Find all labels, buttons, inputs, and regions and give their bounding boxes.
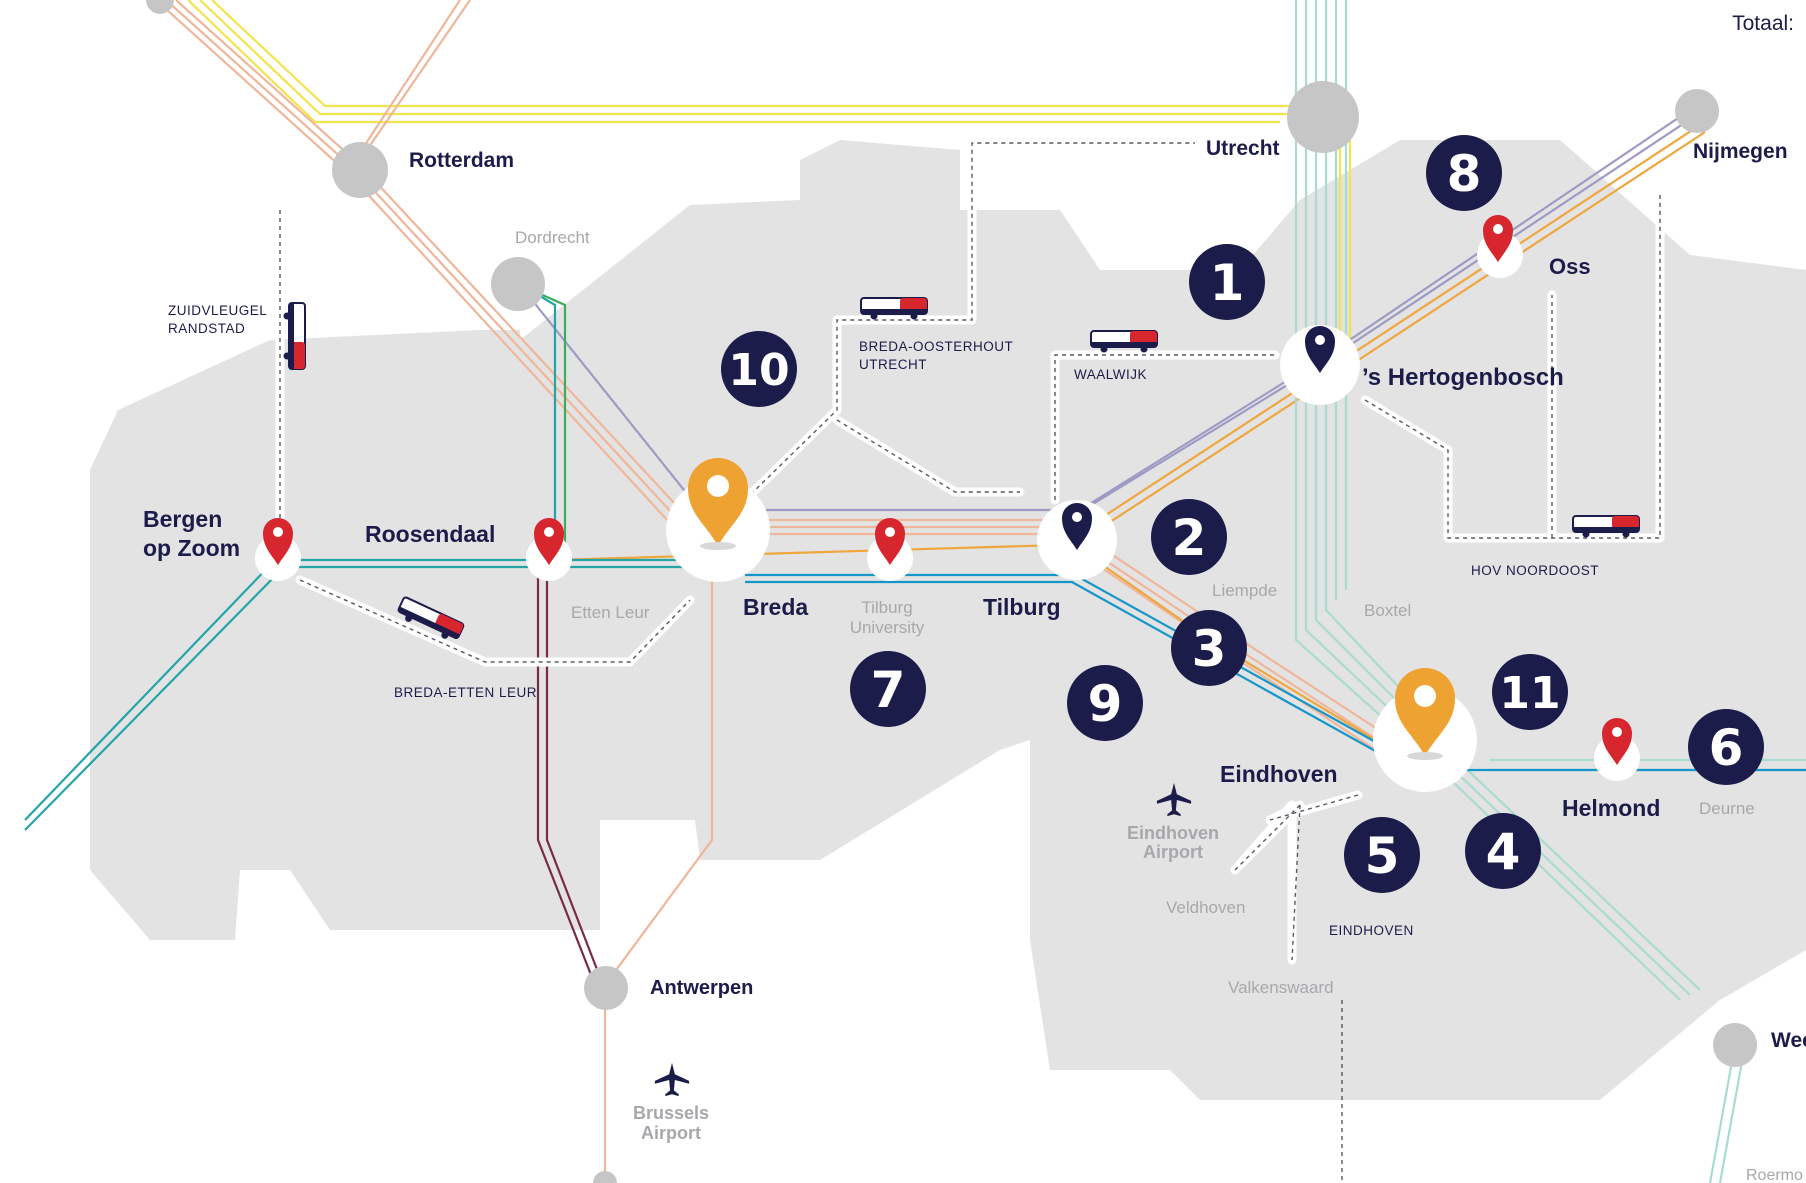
label-veldhoven: Veldhoven bbox=[1166, 898, 1245, 917]
badge-1: 1 bbox=[1189, 244, 1265, 320]
node-bottom bbox=[593, 1171, 617, 1183]
label-dordrecht: Dordrecht bbox=[515, 228, 590, 247]
airplane-icon-brussels bbox=[654, 1062, 690, 1097]
label-nijmegen: Nijmegen bbox=[1693, 140, 1788, 163]
label-zuidvleugel-1: ZUIDVLEUGEL bbox=[168, 303, 267, 318]
badge-10: 10 bbox=[721, 331, 797, 407]
label-rotterdam: Rotterdam bbox=[409, 149, 514, 172]
label-oss: Oss bbox=[1549, 254, 1591, 279]
svg-text:10: 10 bbox=[728, 345, 789, 396]
svg-text:4: 4 bbox=[1486, 823, 1521, 881]
label-tilburg-univ-1: Tilburg bbox=[861, 598, 912, 617]
map-pin-icon-breda bbox=[688, 458, 748, 550]
svg-text:2: 2 bbox=[1172, 509, 1207, 567]
rail-teal bbox=[24, 289, 690, 831]
label-bergen-2: op Zoom bbox=[143, 535, 240, 561]
label-tilburg: Tilburg bbox=[983, 594, 1061, 620]
minor-labels: Dordrecht Etten Leur Tilburg University … bbox=[515, 228, 1803, 1183]
map-pin-icon-eindhoven bbox=[1395, 668, 1455, 760]
svg-text:7: 7 bbox=[871, 661, 906, 719]
label-roermond: Roermo bbox=[1746, 1167, 1803, 1183]
badge-7: 7 bbox=[850, 651, 926, 727]
region-shapes bbox=[90, 140, 1806, 1100]
label-waalwijk: WAALWIJK bbox=[1074, 367, 1147, 382]
label-zuidvleugel-2: RANDSTAD bbox=[168, 321, 245, 336]
city-labels: Rotterdam Utrecht Nijmegen Oss ’s Hertog… bbox=[143, 137, 1806, 1052]
map-pin-icon-oss bbox=[1483, 215, 1513, 262]
label-eindhoven-airport-1: Eindhoven bbox=[1127, 823, 1219, 843]
label-utrecht: Utrecht bbox=[1206, 137, 1280, 160]
label-liempde: Liempde bbox=[1212, 581, 1277, 600]
city-nodes bbox=[146, 0, 1757, 1183]
node-weert bbox=[1713, 1023, 1757, 1067]
rail-maroon bbox=[536, 560, 605, 986]
markers bbox=[263, 215, 1632, 765]
svg-text:6: 6 bbox=[1709, 719, 1744, 777]
total-label: Totaal: bbox=[1732, 12, 1794, 35]
map-pin-icon-roosendaal bbox=[534, 518, 564, 565]
label-breda-oosterhout-1: BREDA-OOSTERHOUT bbox=[859, 339, 1013, 354]
badge-4: 4 bbox=[1465, 813, 1541, 889]
map-pin-icon-bergen bbox=[263, 518, 293, 565]
badge-11: 11 bbox=[1492, 654, 1568, 730]
route-labels: ZUIDVLEUGEL RANDSTAD BREDA-OOSTERHOUT UT… bbox=[168, 303, 1599, 938]
node-nijmegen bbox=[1675, 89, 1719, 133]
node-dordrecht bbox=[491, 257, 545, 311]
label-eindhoven: Eindhoven bbox=[1220, 761, 1338, 787]
label-eindhoven-airport-2: Airport bbox=[1143, 842, 1203, 862]
map-pin-icon-tilburg-university bbox=[875, 518, 905, 565]
node-top-left bbox=[146, 0, 174, 14]
svg-text:5: 5 bbox=[1365, 827, 1400, 885]
label-den-bosch: ’s Hertogenbosch bbox=[1362, 364, 1564, 391]
badge-8: 8 bbox=[1426, 135, 1502, 211]
badge-6: 6 bbox=[1688, 709, 1764, 785]
bus-icon-zuidvleugel bbox=[283, 302, 306, 370]
label-brussels-airport-1: Brussels bbox=[633, 1103, 709, 1123]
numbered-badges: 1 2 3 4 5 6 7 8 9 10 11 bbox=[721, 135, 1764, 893]
label-breda: Breda bbox=[743, 594, 808, 620]
label-tilburg-univ-2: University bbox=[850, 618, 925, 637]
label-bergen-1: Bergen bbox=[143, 506, 222, 532]
svg-text:9: 9 bbox=[1088, 675, 1123, 733]
svg-text:11: 11 bbox=[1499, 668, 1560, 719]
label-antwerpen: Antwerpen bbox=[650, 977, 753, 999]
label-weert: Wee bbox=[1771, 1029, 1806, 1052]
map-pin-icon-tilburg bbox=[1062, 503, 1092, 550]
label-breda-etten-leur: BREDA-ETTEN LEUR bbox=[394, 685, 537, 700]
node-utrecht bbox=[1287, 81, 1359, 153]
node-antwerpen bbox=[584, 966, 628, 1010]
map-pin-icon-den-bosch bbox=[1305, 326, 1335, 373]
label-roosendaal: Roosendaal bbox=[365, 521, 495, 547]
node-rotterdam bbox=[332, 142, 388, 198]
label-brussels-airport-2: Airport bbox=[641, 1123, 701, 1143]
label-eindhoven-bus: EINDHOVEN bbox=[1329, 923, 1414, 938]
badge-9: 9 bbox=[1067, 665, 1143, 741]
badge-5: 5 bbox=[1344, 817, 1420, 893]
badge-3: 3 bbox=[1171, 610, 1247, 686]
badge-2: 2 bbox=[1151, 499, 1227, 575]
svg-text:8: 8 bbox=[1447, 145, 1482, 203]
label-valkenswaard: Valkenswaard bbox=[1228, 978, 1334, 997]
map-pin-icon-helmond bbox=[1602, 718, 1632, 765]
label-deurne: Deurne bbox=[1699, 799, 1755, 818]
label-breda-oosterhout-2: UTRECHT bbox=[859, 357, 927, 372]
label-boxtel: Boxtel bbox=[1364, 601, 1411, 620]
label-etten-leur: Etten Leur bbox=[571, 603, 650, 622]
label-hov-noordoost: HOV NOORDOOST bbox=[1471, 563, 1599, 578]
bus-route-eindhoven bbox=[1230, 790, 1363, 965]
label-helmond: Helmond bbox=[1562, 795, 1660, 821]
svg-text:3: 3 bbox=[1192, 620, 1227, 678]
svg-text:1: 1 bbox=[1210, 254, 1245, 312]
